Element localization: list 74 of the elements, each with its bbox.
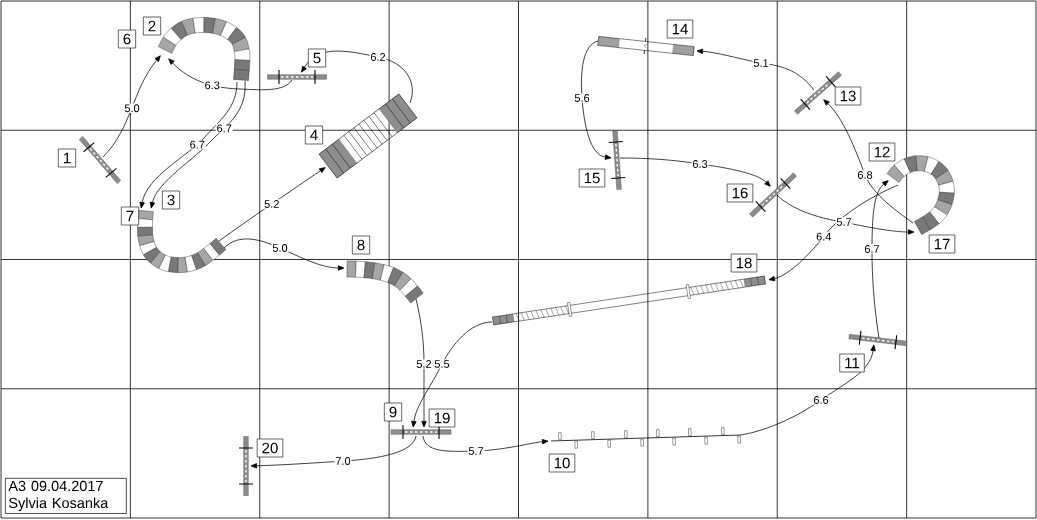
- jump-symbol: [79, 136, 121, 184]
- number-box: 10: [548, 453, 576, 473]
- arrow: [619, 157, 771, 187]
- arrow: [768, 184, 899, 282]
- distance-label: 5.0: [271, 243, 289, 253]
- number-box: 11: [839, 353, 865, 373]
- dog-walk-symbol: [492, 275, 766, 326]
- distance-label: 5.2: [263, 199, 281, 209]
- arrow: [149, 80, 246, 209]
- number-box: 20: [256, 438, 284, 458]
- arrow: [411, 321, 493, 428]
- arrow: [871, 180, 889, 339]
- number-box: 6: [118, 29, 136, 49]
- distance-label: 6.8: [856, 170, 874, 180]
- arrow: [250, 435, 417, 469]
- number-box: 9: [384, 402, 402, 422]
- tunnel-symbol: [158, 17, 251, 81]
- distance-label: 6.3: [203, 80, 221, 90]
- distance-label: 6.6: [812, 395, 830, 405]
- distance-label: 6.2: [369, 52, 387, 62]
- arrow: [168, 58, 293, 91]
- distance-label: 6.7: [188, 139, 206, 150]
- arrow: [581, 40, 612, 160]
- number-box: 4: [305, 125, 323, 145]
- distance-label: 6.7: [863, 244, 881, 254]
- number-box: 1: [58, 148, 76, 168]
- info-box: A3 09.04.2017 Sylvia Kosanka: [5, 478, 127, 514]
- arrow: [223, 238, 345, 271]
- arrow: [301, 50, 413, 104]
- jump-symbol: [238, 436, 254, 496]
- jump-symbol: [608, 130, 626, 190]
- distance-label: 5.7: [835, 217, 853, 227]
- distance-label: 6.3: [691, 159, 709, 169]
- number-box: 7: [121, 206, 139, 226]
- distance-label: 5.2: [415, 359, 433, 369]
- arrow: [102, 55, 161, 158]
- tunnel-symbol: [346, 260, 424, 304]
- distance-label: 6.4: [815, 231, 833, 242]
- number-box: 8: [352, 235, 370, 255]
- number-box: 5: [308, 48, 326, 68]
- distance-label: 5.6: [573, 93, 591, 103]
- jump-symbol: [267, 69, 327, 85]
- number-box: 19: [428, 408, 456, 428]
- number-box: 2: [143, 16, 161, 36]
- number-box: 17: [928, 234, 956, 254]
- jump-symbol: [749, 172, 797, 218]
- number-box: 14: [666, 19, 694, 39]
- a-frame-symbol: [318, 93, 418, 179]
- number-box: 15: [578, 168, 606, 188]
- distance-label: 5.7: [467, 446, 485, 456]
- distance-label: 5.0: [123, 103, 141, 113]
- arrow: [696, 48, 815, 91]
- distance-label: 5.5: [433, 359, 451, 369]
- distance-label: 5.1: [752, 58, 770, 68]
- arrow: [740, 344, 876, 436]
- jump-symbol: [390, 424, 452, 440]
- distance-label: 6.7: [215, 123, 233, 134]
- number-box: 3: [162, 190, 180, 210]
- tunnel-symbol: [137, 210, 226, 273]
- weave-poles-symbol: [550, 427, 742, 449]
- jump-symbol: [848, 330, 908, 350]
- distance-label: 7.0: [334, 456, 352, 466]
- arrow: [218, 167, 326, 242]
- seesaw-symbol: [597, 36, 695, 56]
- number-box: 18: [730, 253, 758, 273]
- arrow: [415, 298, 427, 428]
- arrow: [422, 435, 549, 452]
- arrow: [823, 99, 914, 224]
- number-box: 13: [834, 86, 862, 106]
- arrow: [776, 194, 915, 235]
- arrow: [139, 81, 238, 209]
- number-box: 16: [726, 183, 754, 203]
- number-box: 12: [868, 142, 896, 162]
- jump-symbol: [794, 71, 842, 115]
